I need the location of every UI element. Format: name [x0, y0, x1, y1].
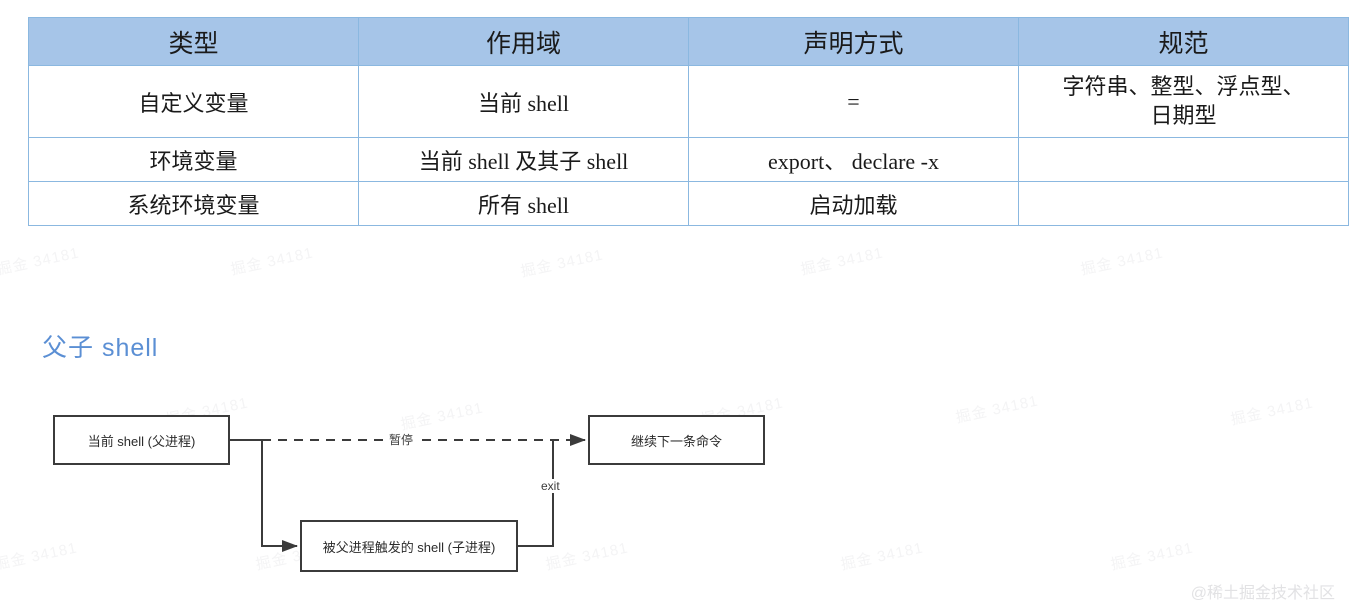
cell-scope: 当前 shell — [358, 65, 689, 138]
table-row: 系统环境变量 所有 shell 启动加载 — [28, 181, 1349, 226]
column-header-scope: 作用域 — [358, 17, 689, 66]
cell-type: 系统环境变量 — [28, 181, 359, 226]
node-child-shell: 被父进程触发的 shell (子进程) — [300, 520, 518, 572]
cell-declaration: = — [688, 65, 1019, 138]
edge-spawn-child — [230, 439, 298, 552]
watermark-tile: 掘金 34181 — [519, 246, 605, 281]
edge-exit-return — [518, 440, 554, 547]
table-header-row: 类型 作用域 声明方式 规范 — [28, 17, 1349, 66]
column-header-declaration: 声明方式 — [688, 17, 1019, 66]
cell-scope: 所有 shell — [358, 181, 689, 226]
table-body: 自定义变量 当前 shell = 字符串、整型、浮点型、 日期型 环境变量 当前… — [28, 65, 1349, 226]
cell-spec-line2: 日期型 — [1150, 102, 1217, 128]
column-header-type: 类型 — [28, 17, 359, 66]
cell-spec — [1018, 137, 1349, 182]
cell-type: 自定义变量 — [28, 65, 359, 138]
cell-spec — [1018, 181, 1349, 226]
table-header: 类型 作用域 声明方式 规范 — [28, 17, 1349, 66]
cell-declaration: 启动加载 — [688, 181, 1019, 226]
edge-label-exit: exit — [537, 479, 564, 493]
process-flow-diagram: 当前 shell (父进程) 继续下一条命令 被父进程触发的 shell (子进… — [0, 390, 1349, 600]
node-parent-shell: 当前 shell (父进程) — [53, 415, 230, 465]
watermark-tile: 掘金 34181 — [229, 244, 315, 279]
watermark-tile: 掘金 34181 — [0, 244, 81, 279]
table-row: 环境变量 当前 shell 及其子 shell export、 declare … — [28, 137, 1349, 182]
cell-spec-line1: 字符串、整型、浮点型、 — [1062, 74, 1305, 100]
watermark-tile: 掘金 34181 — [799, 244, 885, 279]
table-row: 自定义变量 当前 shell = 字符串、整型、浮点型、 日期型 — [28, 65, 1349, 138]
cell-declaration: export、 declare -x — [688, 137, 1019, 182]
cell-scope: 当前 shell 及其子 shell — [358, 137, 689, 182]
site-watermark: @稀土掘金技术社区 — [1190, 585, 1335, 602]
column-header-spec: 规范 — [1018, 17, 1349, 66]
variable-types-table: 类型 作用域 声明方式 规范 自定义变量 当前 shell = 字符串、整型、浮… — [28, 17, 1349, 226]
node-next-command: 继续下一条命令 — [588, 415, 765, 465]
edge-label-pause: 暂停 — [385, 431, 418, 448]
watermark-tile: 掘金 34181 — [1079, 244, 1165, 279]
cell-type: 环境变量 — [28, 137, 359, 182]
cell-spec: 字符串、整型、浮点型、 日期型 — [1018, 65, 1349, 138]
section-heading: 父子 shell — [42, 334, 159, 362]
